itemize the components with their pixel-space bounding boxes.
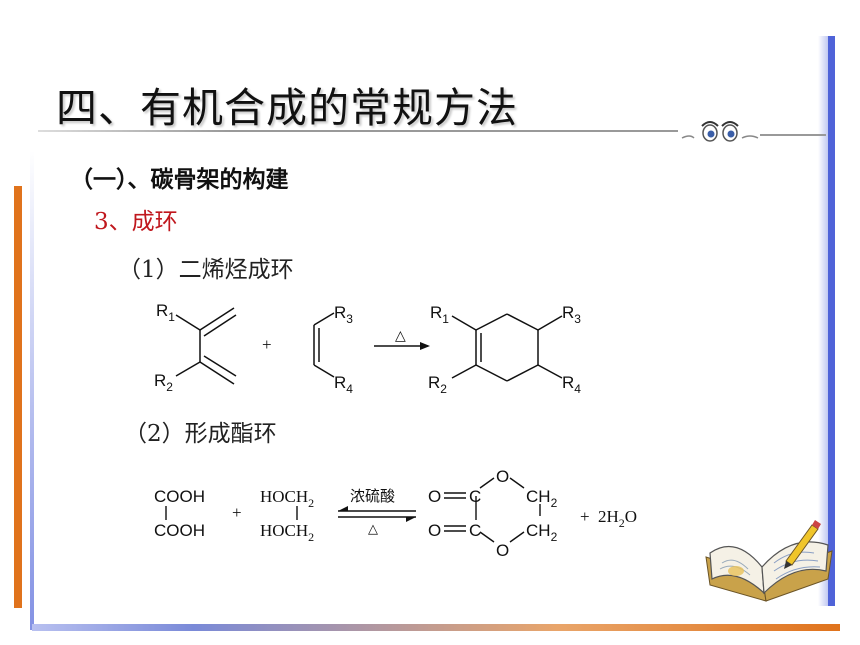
frame-right-gradient [818,36,828,606]
glycol-bottom: HOCH2 [260,521,314,544]
ring-o-bottom: O [496,541,509,560]
product-r3-label: R3 [562,303,581,326]
title-underline-end [760,134,826,136]
oxalic-acid-top: COOH [154,487,205,506]
eyes-icon [681,121,759,142]
alkene-r3-label: R3 [334,303,353,326]
ring-o-top: O [496,467,509,486]
section-heading: （一）、碳骨架的构建 [70,166,289,193]
oxalic-acid-bottom: COOH [154,521,205,540]
frame-bottom-bar [32,624,840,631]
reaction2-heat: △ [368,521,378,536]
alkene-r4-label: R4 [334,373,353,396]
ring-ch2-top: CH2 [526,487,558,510]
ring-c-top: C [469,487,481,506]
product-r2-label: R2 [428,373,447,396]
reaction2-plus1: + [232,503,242,522]
catalyst-label: 浓硫酸 [350,488,395,505]
diene-r2-label: R2 [154,371,173,394]
product-r4-label: R4 [562,373,581,396]
ring-ch2-bottom: CH2 [526,521,558,544]
ring-c-bottom: C [469,521,481,540]
item-diene-cyclization: （1）二烯烃成环 [118,257,294,283]
open-book-pen-icon [705,520,833,602]
frame-left-bar [14,186,22,608]
item-ester-ring: （2）形成酯环 [124,421,277,447]
glycol-top: HOCH2 [260,487,314,510]
subsection-heading: 3、成环 [94,209,178,235]
product-r1-label: R1 [430,303,449,326]
frame-left-gradient [30,150,34,630]
title-underline [38,130,678,132]
reaction1-plus: + [262,335,272,354]
diene-r1-label: R1 [156,301,175,324]
reaction1-heat: △ [395,327,406,343]
slide-title: 四、有机合成的常规方法 [56,84,518,132]
water-formula: 2H2O [598,507,637,530]
ring-oxo-top: O [428,487,441,506]
frame-right-bar [828,36,835,606]
reaction2-plus2: + [580,507,590,526]
ring-oxo-bottom: O [428,521,441,540]
